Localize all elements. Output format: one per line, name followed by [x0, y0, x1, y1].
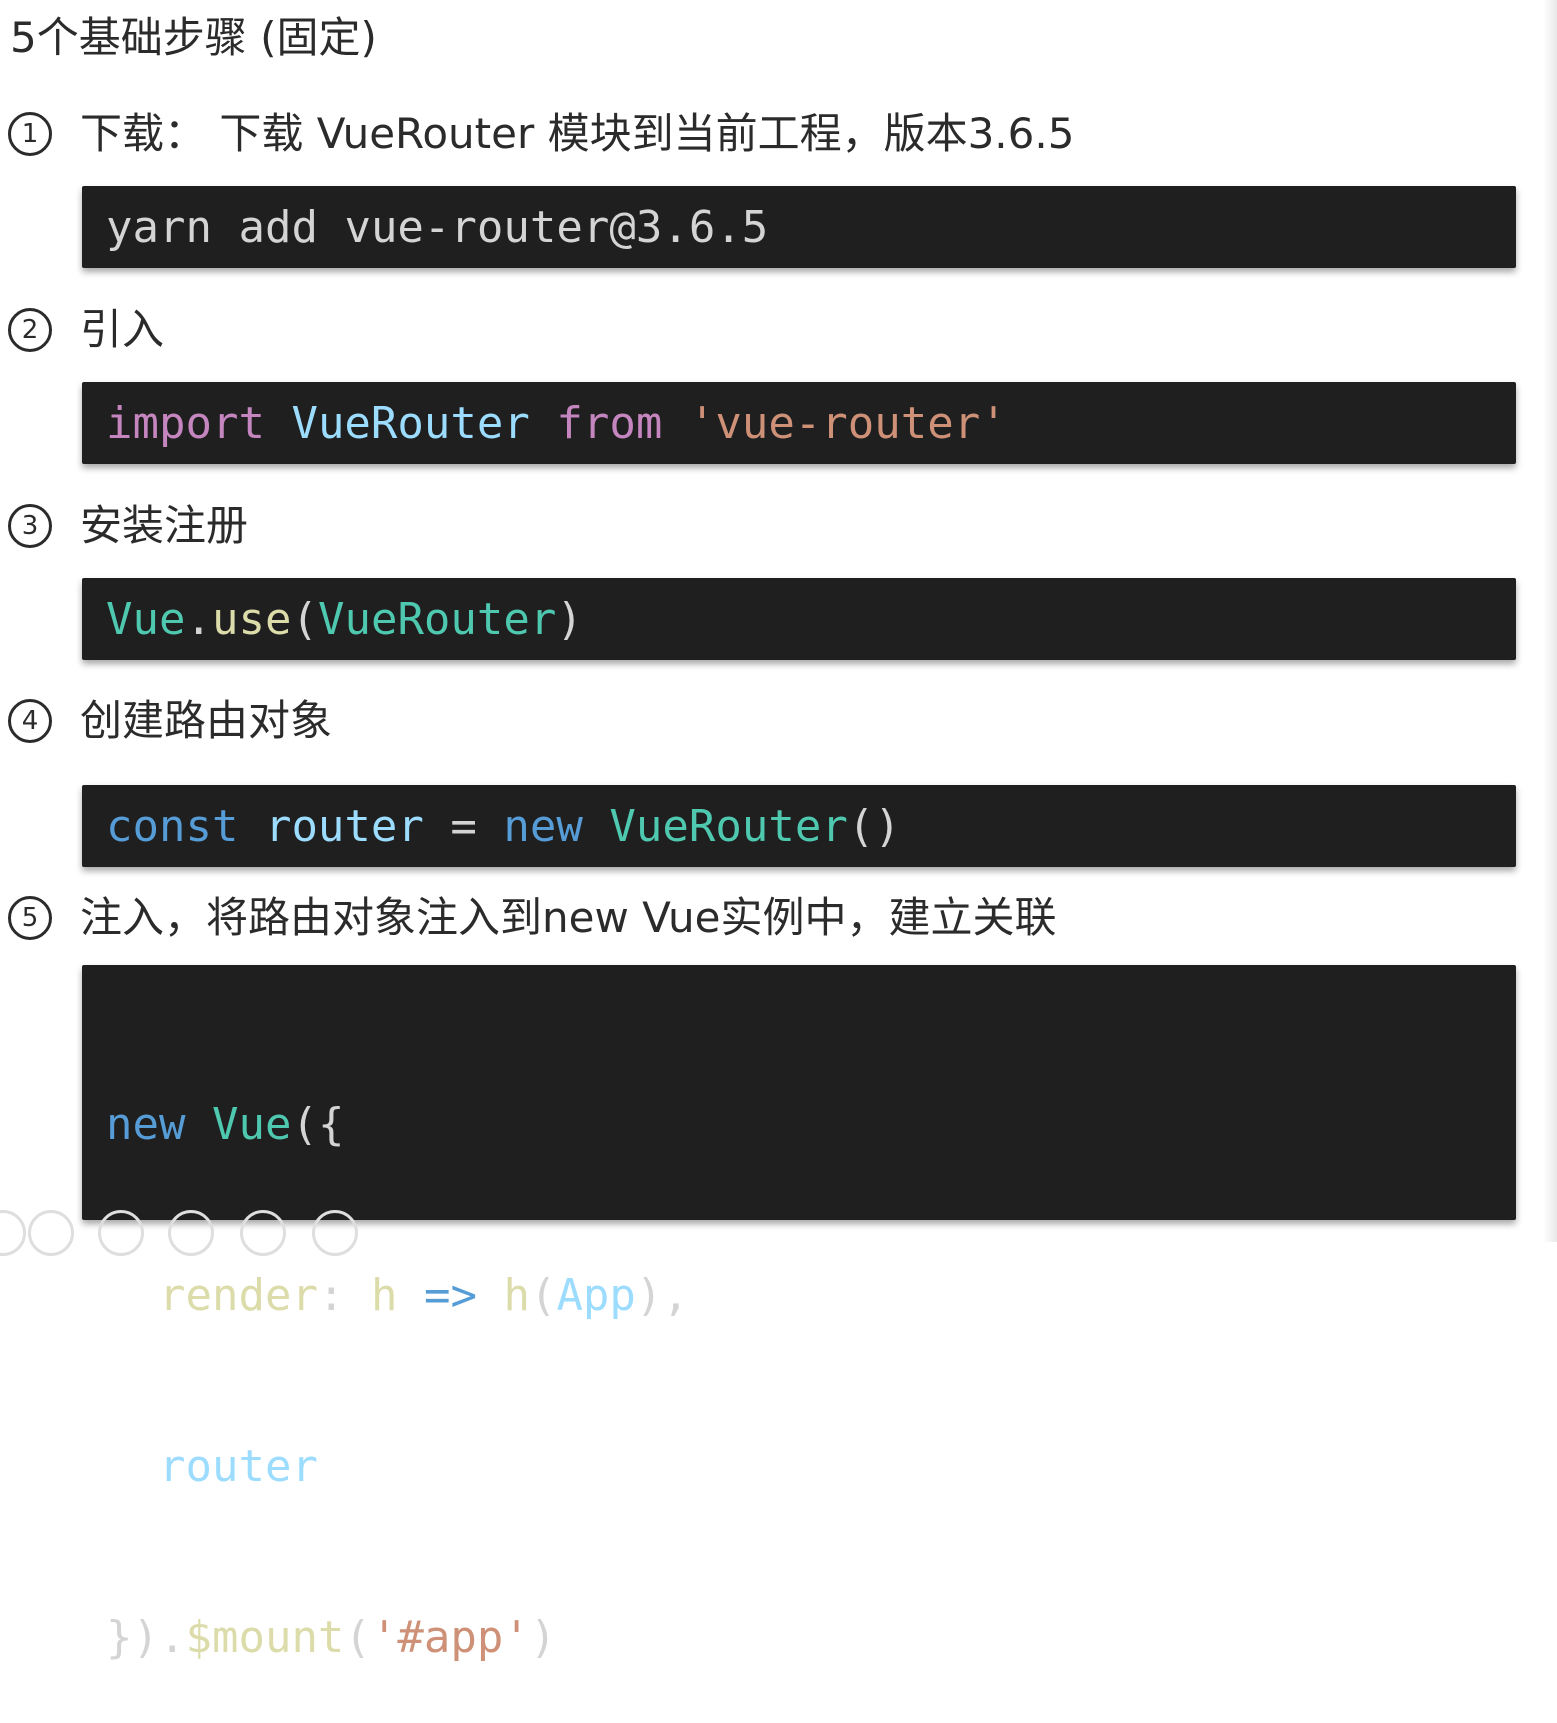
- step-4-title: 创建路由对象: [80, 696, 333, 745]
- code-line: render: h => h(App),: [159, 1270, 689, 1321]
- video-icon[interactable]: [28, 1210, 74, 1256]
- scroll-edge: [1543, 0, 1557, 1242]
- code-block-import: import VueRouter from 'vue-router': [82, 382, 1516, 464]
- more-icon[interactable]: [312, 1210, 358, 1256]
- code-token: vue-router@3.6.5: [344, 201, 769, 253]
- toolbar-edge-icon: [0, 1210, 26, 1256]
- bottom-toolbar: [0, 1210, 380, 1256]
- code-block-install: Vue.use(VueRouter): [82, 578, 1516, 660]
- page-title: 5个基础步骤 (固定): [10, 13, 377, 62]
- search-icon[interactable]: [98, 1210, 144, 1256]
- code-keyword: from: [556, 397, 663, 449]
- image-icon[interactable]: [240, 1210, 286, 1256]
- code-keyword: import: [106, 397, 265, 449]
- code-line: new Vue({: [106, 1099, 345, 1150]
- code-identifier: VueRouter: [609, 800, 848, 852]
- step-2-marker: 2: [8, 308, 52, 352]
- code-keyword: const: [106, 800, 239, 852]
- step-5-marker: 5: [8, 896, 52, 940]
- code-identifier: Vue: [106, 593, 186, 645]
- step-2-title: 引入: [80, 305, 165, 354]
- code-line: }).$mount('#app'): [106, 1612, 557, 1663]
- step-1-title: 下载： 下载 VueRouter 模块到当前工程，版本3.6.5: [80, 109, 1075, 158]
- code-token: yarn: [106, 201, 212, 253]
- step-4-heading: 4 创建路由对象: [8, 693, 332, 749]
- code-keyword: new: [503, 800, 583, 852]
- step-5-heading: 5 注入，将路由对象注入到new Vue实例中，建立关联: [8, 890, 1057, 946]
- step-2-heading: 2 引入: [8, 302, 164, 358]
- code-block-create-router: const router = new VueRouter(): [82, 785, 1516, 867]
- window-icon[interactable]: [168, 1210, 214, 1256]
- step-1-heading: 1 下载： 下载 VueRouter 模块到当前工程，版本3.6.5: [8, 106, 1074, 162]
- step-3-title: 安装注册: [80, 501, 249, 550]
- code-line: router: [159, 1441, 318, 1492]
- code-identifier: router: [264, 800, 424, 852]
- code-block-inject: new Vue({ render: h => h(App), router })…: [82, 965, 1516, 1663]
- step-3-heading: 3 安装注册: [8, 498, 248, 554]
- code-function: use: [211, 593, 292, 645]
- code-identifier: VueRouter: [291, 397, 530, 449]
- step-1-marker: 1: [8, 112, 52, 156]
- code-string: 'vue-router': [688, 397, 1007, 449]
- step-4-marker: 4: [8, 699, 52, 743]
- step-5-title: 注入，将路由对象注入到new Vue实例中，建立关联: [80, 893, 1057, 942]
- code-block-download: yarn add vue-router@3.6.5: [82, 186, 1516, 268]
- code-token: add: [238, 201, 318, 253]
- step-3-marker: 3: [8, 504, 52, 548]
- code-identifier: VueRouter: [317, 593, 557, 645]
